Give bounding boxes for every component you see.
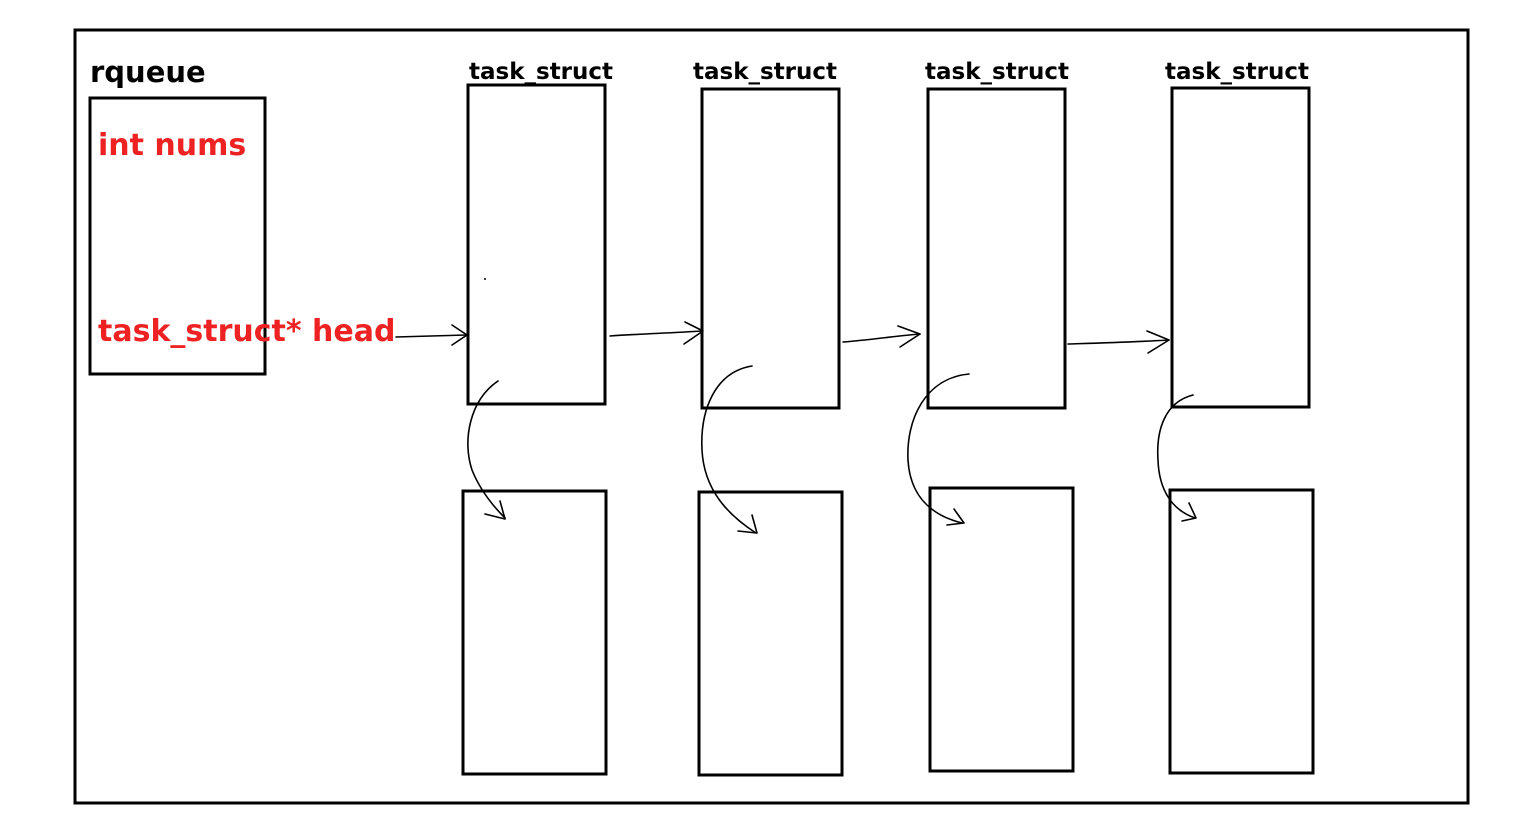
arrow-head-to-task1 bbox=[395, 324, 468, 346]
arrow-task2-to-child2 bbox=[701, 365, 758, 534]
arrow-task4-to-child4 bbox=[1156, 394, 1197, 522]
task-struct-box-2 bbox=[700, 87, 841, 410]
outer-frame bbox=[73, 28, 1470, 805]
rqueue-field-head: task_struct* head bbox=[98, 314, 395, 349]
rqueue-box bbox=[88, 96, 267, 376]
rqueue-field-nums: int nums bbox=[98, 128, 246, 163]
arrow-task1-to-child1 bbox=[467, 380, 506, 520]
task-struct-label-2: task_struct bbox=[693, 59, 837, 85]
task-struct-box-3 bbox=[926, 87, 1067, 410]
task-struct-label-4: task_struct bbox=[1165, 59, 1309, 85]
child-box-3 bbox=[928, 486, 1075, 773]
arrow-task3-to-child3 bbox=[907, 373, 970, 526]
rqueue-title: rqueue bbox=[90, 55, 206, 89]
arrow-task3-to-task4 bbox=[1067, 330, 1170, 354]
stray-dot bbox=[484, 278, 486, 280]
task-struct-label-3: task_struct bbox=[925, 59, 1069, 85]
child-box-4 bbox=[1168, 488, 1315, 775]
task-struct-box-1 bbox=[466, 83, 607, 406]
child-box-2 bbox=[697, 490, 844, 777]
child-box-1 bbox=[461, 489, 608, 776]
task-struct-box-4 bbox=[1170, 86, 1311, 409]
arrow-task1-to-task2 bbox=[609, 321, 704, 345]
task-struct-label-1: task_struct bbox=[469, 59, 613, 85]
arrow-task2-to-task3 bbox=[842, 325, 921, 348]
